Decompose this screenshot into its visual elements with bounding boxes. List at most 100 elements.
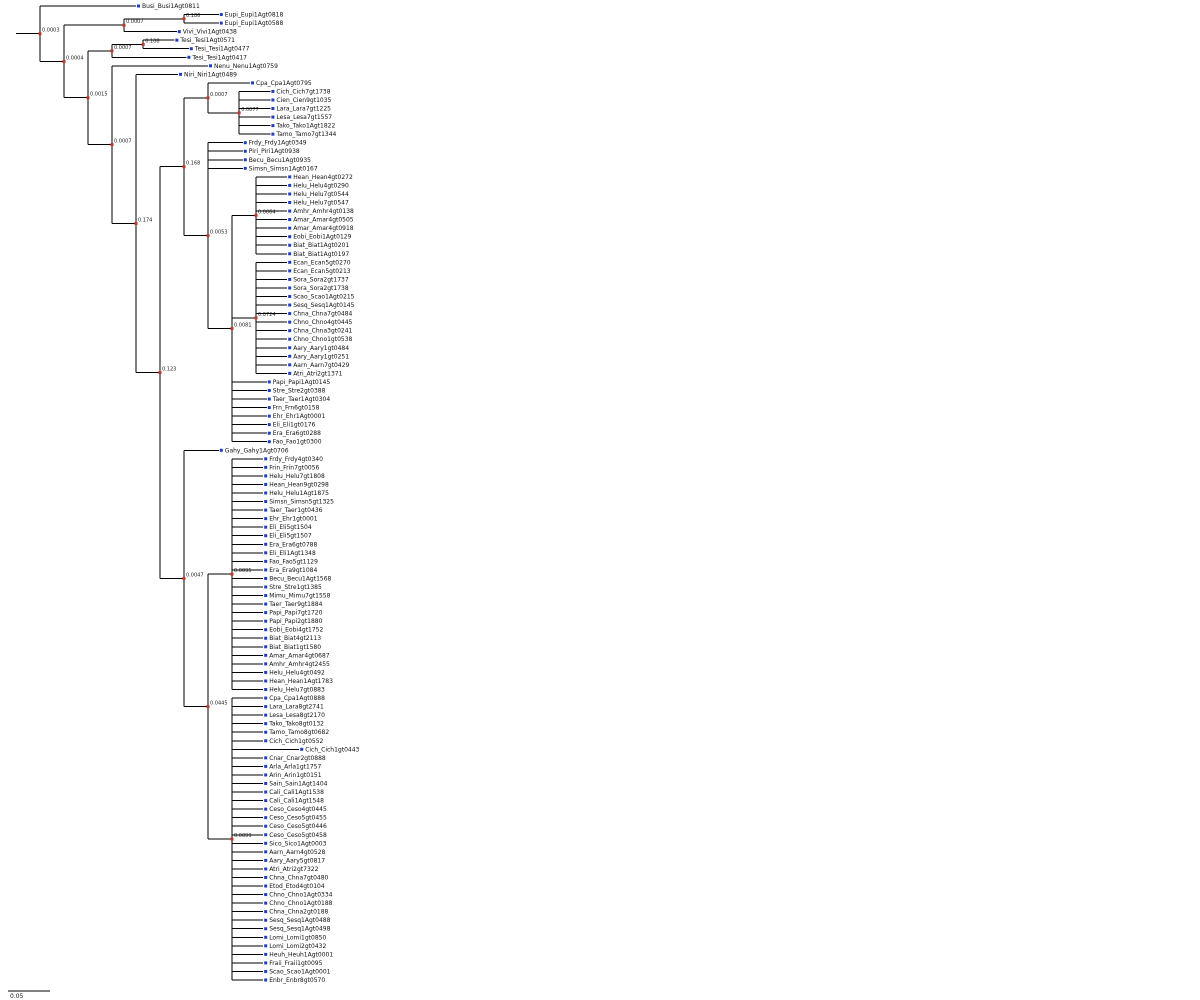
leaf-label: Hean_Hean4gt0272	[293, 174, 353, 181]
leaf-label: Amar_Amar4gt0918	[293, 225, 354, 232]
node-marker	[110, 143, 114, 147]
leaf-label: Chna_Chna7gt0484	[293, 311, 352, 318]
node-support-label: 0.0007	[210, 92, 228, 98]
leaf-label: Cich_Cich1gt0443	[305, 746, 359, 753]
leaf-marker	[264, 696, 268, 700]
leaf-label: Helu_Helu4gt0290	[293, 182, 349, 189]
leaf-label: Ehr_Ehr1Agt0001	[273, 413, 326, 420]
node-marker	[110, 49, 114, 53]
leaf-label: Tamo_Tamo7gt1344	[275, 131, 336, 138]
leaf-marker	[288, 363, 292, 367]
leaf-marker	[264, 636, 268, 640]
leaf-marker	[264, 944, 268, 948]
node-marker	[86, 96, 90, 100]
leaf-label: Ecan_Ecan5gt0213	[293, 268, 351, 275]
leaf-label: Busi_Busi1Agt0811	[142, 3, 200, 10]
leaf-marker	[243, 158, 247, 162]
leaf-marker	[264, 961, 268, 965]
leaf-marker	[264, 824, 268, 828]
leaf-label: Tesi_Tesi1Agt0477	[194, 46, 250, 53]
node-support-label: 0.0064	[258, 209, 276, 215]
leaf-marker	[264, 841, 268, 845]
node-marker	[182, 17, 186, 21]
leaf-marker	[271, 132, 275, 136]
leaf-marker	[288, 354, 292, 358]
leaf-label: Helu_Helu7gt0883	[269, 687, 325, 694]
leaf-label: Era_Era9gt1084	[269, 567, 317, 574]
leaf-label: Ehr_Ehr1gt0001	[269, 516, 318, 523]
leaf-label: Stre_Stre1gt1385	[269, 584, 322, 591]
leaf-marker	[243, 141, 247, 145]
leaf-marker	[288, 260, 292, 264]
leaf-marker	[288, 243, 292, 247]
leaf-marker	[264, 773, 268, 777]
leaf-marker	[264, 781, 268, 785]
leaf-marker	[264, 679, 268, 683]
leaf-marker	[264, 517, 268, 521]
leaf-label: Helu_Helu7gt1808	[269, 473, 325, 480]
leaf-marker	[264, 875, 268, 879]
leaf-marker	[264, 833, 268, 837]
leaf-label: Aarn_Aarn4gt0528	[269, 849, 325, 856]
leaf-marker	[264, 858, 268, 862]
leaf-marker	[264, 799, 268, 803]
leaf-label: Tako_Tako1Agt1822	[275, 123, 335, 130]
leaf-marker	[267, 406, 271, 410]
leaf-label: Cpa_Cpa1Agt0888	[269, 695, 325, 702]
leaf-label: Papi_Papi7gt1720	[269, 610, 322, 617]
leaf-label: Piri_Piri1Agt0938	[249, 148, 300, 155]
leaf-label: Helu_Helu7gt0547	[293, 200, 349, 207]
leaf-marker	[264, 927, 268, 931]
leaf-marker	[300, 747, 304, 751]
leaf-marker	[264, 662, 268, 666]
leaf-label: Biat_Biat1gt1580	[269, 644, 321, 651]
leaf-label: Lesa_Lesa8gt2170	[269, 712, 325, 719]
leaf-label: Eupi_Eupi1Agt0588	[225, 20, 284, 27]
leaf-label: Mimu_Mimu7gt1558	[269, 593, 330, 600]
leaf-label: Eobi_Eobi1Agt0129	[293, 234, 351, 241]
leaf-label: Chna_Chna2gt0188	[269, 909, 328, 916]
leaf-marker	[264, 568, 268, 572]
leaf-marker	[264, 978, 268, 982]
leaf-label: Taer_Taer9gt1884	[268, 601, 322, 608]
leaf-label: Chno_Chno1Agt0188	[269, 900, 332, 907]
leaf-label: Ceso_Ceso4gt0445	[269, 806, 327, 813]
leaf-marker	[288, 183, 292, 187]
leaf-label: Aarn_Aarn7gt0429	[293, 362, 349, 369]
leaf-marker	[288, 337, 292, 341]
leaf-marker	[267, 388, 271, 392]
leaf-label: Chna_Chna7gt0480	[269, 874, 328, 881]
leaf-label: Cali_Cali1Agt1548	[269, 798, 324, 805]
leaf-marker	[264, 551, 268, 555]
leaf-label: Enbr_Enbr8gt0570	[269, 977, 325, 984]
leaf-label: Tesi_Tesi1Agt0417	[191, 54, 247, 61]
leaf-marker	[264, 611, 268, 615]
leaf-label: Becu_Becu1Agt0935	[249, 157, 311, 164]
leaf-label: Lomi_Lomi1gt0850	[269, 934, 326, 941]
leaf-marker	[288, 312, 292, 316]
node-support-label: 0.0099	[234, 833, 252, 839]
leaf-marker	[189, 47, 193, 51]
leaf-label: Eobi_Eobi4gt1752	[269, 627, 323, 634]
leaf-label: Cich_Cich1gt0552	[269, 738, 323, 745]
leaf-label: Taer_Taer1Agt0304	[272, 396, 331, 403]
node-support-label: 0.123	[162, 367, 176, 373]
leaf-marker	[264, 474, 268, 478]
leaf-label: Era_Era6gt0788	[269, 541, 317, 548]
leaf-label: Sora_Sora2gt1738	[293, 285, 349, 292]
leaf-label: Sesq_Sesq1Agt0488	[269, 917, 330, 924]
scale-bar-label: 0.05	[10, 993, 24, 1000]
leaf-label: Amhr_Amhr4gt2455	[269, 661, 330, 668]
node-support-label: 0.186	[186, 13, 200, 19]
leaf-marker	[219, 13, 223, 17]
leaf-label: Helu_Helu7gt0544	[293, 191, 349, 198]
leaf-label: Frdy_Frdy1Agt0349	[249, 140, 307, 147]
leaf-marker	[264, 594, 268, 598]
node-marker	[206, 705, 210, 709]
leaf-marker	[264, 705, 268, 709]
leaf-label: Aary_Aary1gt0484	[293, 345, 349, 352]
leaf-marker	[264, 790, 268, 794]
node-marker	[237, 111, 241, 115]
leaf-marker	[264, 807, 268, 811]
leaf-marker	[271, 124, 275, 128]
